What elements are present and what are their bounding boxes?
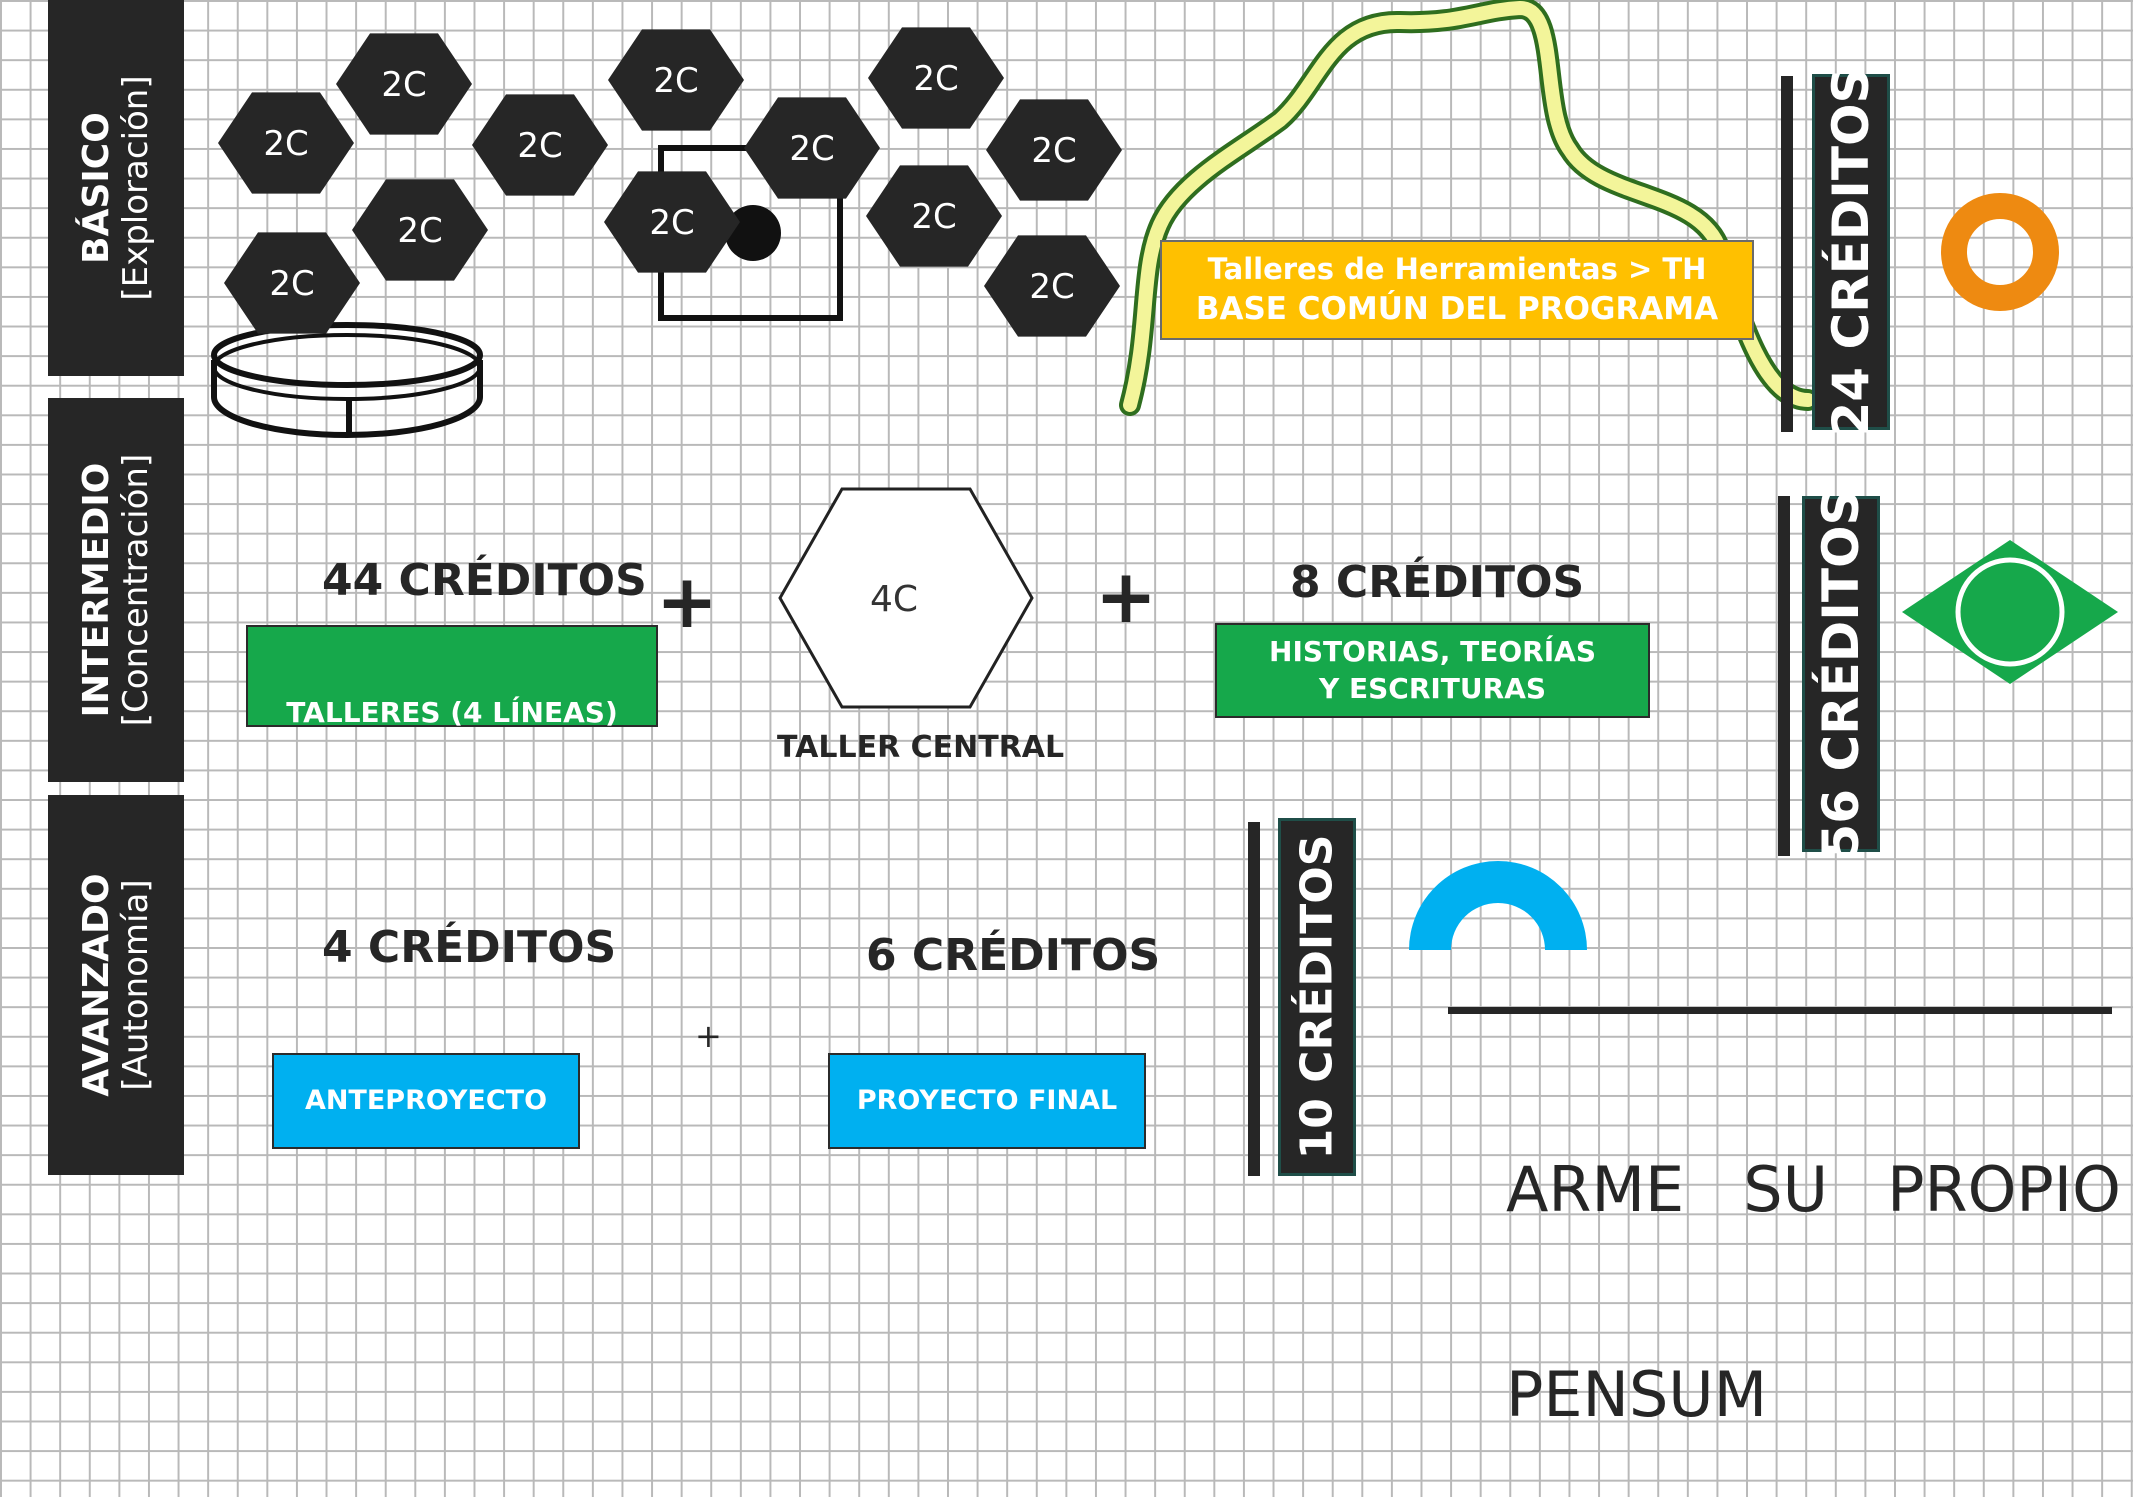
preproject-box: ANTEPROYECTO	[272, 1053, 580, 1149]
final-project-label: PROYECTO FINAL	[856, 1085, 1118, 1117]
hexagon-2c: 2C	[336, 33, 472, 135]
hexagon-label: 2C	[913, 59, 958, 99]
credit-label-intermediate: 56 CRÉDITOS	[1812, 489, 1870, 859]
hexagon-label: 2C	[1031, 131, 1076, 171]
hexagon-2c: 2C	[224, 232, 360, 334]
credit-box-intermediate: 56 CRÉDITOS	[1802, 489, 1880, 859]
tagline-line-1: ARME SU PROPIO	[1506, 1153, 2121, 1227]
hexagon-shape	[868, 27, 1004, 129]
hexagon-2c: 2C	[866, 165, 1002, 267]
credit-divider-advanced	[1248, 822, 1260, 1176]
final-project-box: PROYECTO FINAL	[828, 1053, 1146, 1149]
orange-ring-icon	[1941, 193, 2059, 311]
blue-arch-icon	[1409, 861, 1587, 950]
banner-line-2: BASE COMÚN DEL PROGRAMA	[1195, 290, 1719, 327]
hexagon-label: 2C	[1029, 267, 1074, 307]
level-label-basic: BÁSICO [Exploración]	[76, 75, 156, 300]
level-title: BÁSICO	[75, 112, 117, 264]
tagline-rule	[1448, 1007, 2112, 1014]
level-subtitle: [Concentración]	[116, 453, 157, 727]
hexagon-2c: 2C	[218, 92, 354, 194]
level-subtitle: [Exploración]	[116, 75, 157, 301]
final-credits: 6 CRÉDITOS	[866, 930, 1161, 981]
level-title: AVANZADO	[75, 873, 117, 1097]
hexagon-2c: 2C	[608, 29, 744, 131]
hexagon-shape	[218, 92, 354, 194]
hexagon-label: 2C	[911, 197, 956, 237]
level-label-intermediate: INTERMEDIO [Concentración]	[76, 454, 156, 726]
hexagon-2c: 2C	[984, 235, 1120, 337]
hexagon-label: 2C	[517, 126, 562, 166]
central-hexagon-label: 4C	[870, 579, 918, 620]
hexagon-2c: 2C	[986, 99, 1122, 201]
central-hexagon: 4C	[778, 487, 1034, 709]
credit-box-advanced: 10 CRÉDITOS	[1278, 818, 1356, 1176]
history-line-2: Y ESCRITURAS	[1318, 671, 1547, 705]
hexagon-label: 2C	[263, 124, 308, 164]
hexagon-label: 2C	[397, 211, 442, 251]
credit-box-basic: 24 CRÉDITOS	[1812, 67, 1890, 437]
workshops-credits: 44 CRÉDITOS	[322, 555, 647, 606]
banner-tool-workshops: Talleres de Herramientas > TH BASE COMÚN…	[1160, 240, 1754, 340]
hexagon-2c: 2C	[744, 97, 880, 199]
history-box: HISTORIAS, TEORÍAS Y ESCRITURAS	[1215, 623, 1650, 718]
hexagon-shape	[472, 94, 608, 196]
plus-sign-1: +	[656, 559, 719, 645]
level-bar-intermediate: INTERMEDIO [Concentración]	[48, 398, 184, 782]
hexagon-label: 2C	[653, 61, 698, 101]
credit-label-basic: 24 CRÉDITOS	[1822, 67, 1880, 437]
hexagon-label: 2C	[649, 203, 694, 243]
tagline: ARME SU PROPIO PENSUM	[1506, 1020, 2121, 1497]
level-label-advanced: AVANZADO [Autonomía]	[76, 873, 156, 1096]
hexagon-2c: 2C	[604, 171, 740, 273]
hexagon-cluster: 2C 2C 2C 2C 2C 2C 2C 2C 2C 2C 2C 2C	[218, 27, 1122, 337]
credit-label-advanced: 10 CRÉDITOS	[1291, 834, 1343, 1160]
level-title: INTERMEDIO	[75, 462, 117, 718]
level-bar-basic: BÁSICO [Exploración]	[48, 0, 184, 376]
hexagon-2c: 2C	[352, 179, 488, 281]
hexagon-label: 2C	[789, 129, 834, 169]
hexagon-shape	[986, 99, 1122, 201]
credit-divider-intermediate	[1778, 496, 1790, 856]
hexagon-label: 2C	[269, 264, 314, 304]
history-line-1: HISTORIAS, TEORÍAS	[1269, 635, 1596, 669]
hexagon-2c: 2C	[472, 94, 608, 196]
hexagon-shape	[744, 97, 880, 199]
hexagon-shape	[608, 29, 744, 131]
hexagon-shape	[336, 33, 472, 135]
workshops-label: TALLERES (4 LÍNEAS)	[286, 695, 618, 729]
hexagon-shape	[224, 232, 360, 334]
banner-line-1: Talleres de Herramientas > TH	[1207, 252, 1707, 286]
plus-sign-2: +	[1095, 554, 1158, 640]
drum-drawing	[211, 322, 483, 438]
hexagon-shape	[352, 179, 488, 281]
green-diamond-icon	[1902, 540, 2118, 684]
preproject-credits: 4 CRÉDITOS	[322, 922, 617, 973]
frame-drawing	[658, 145, 843, 321]
hexagon-label: 2C	[381, 65, 426, 105]
hexagon-2c: 2C	[868, 27, 1004, 129]
hexagon-shape	[604, 171, 740, 273]
hexagon-shape	[866, 165, 1002, 267]
tagline-line-2: PENSUM	[1506, 1357, 1768, 1431]
level-bar-advanced: AVANZADO [Autonomía]	[48, 795, 184, 1175]
hexagon-shape	[984, 235, 1120, 337]
workshops-box: TALLERES (4 LÍNEAS)	[246, 625, 658, 729]
ribbon-drawing	[1119, 0, 1819, 416]
preproject-label: ANTEPROYECTO	[304, 1085, 548, 1117]
level-subtitle: [Autonomía]	[116, 879, 157, 1091]
history-credits: 8 CRÉDITOS	[1290, 557, 1585, 608]
central-workshop-label: TALLER CENTRAL	[777, 730, 1065, 765]
plus-sign-3: +	[695, 1017, 722, 1055]
credit-divider-basic	[1781, 76, 1793, 432]
